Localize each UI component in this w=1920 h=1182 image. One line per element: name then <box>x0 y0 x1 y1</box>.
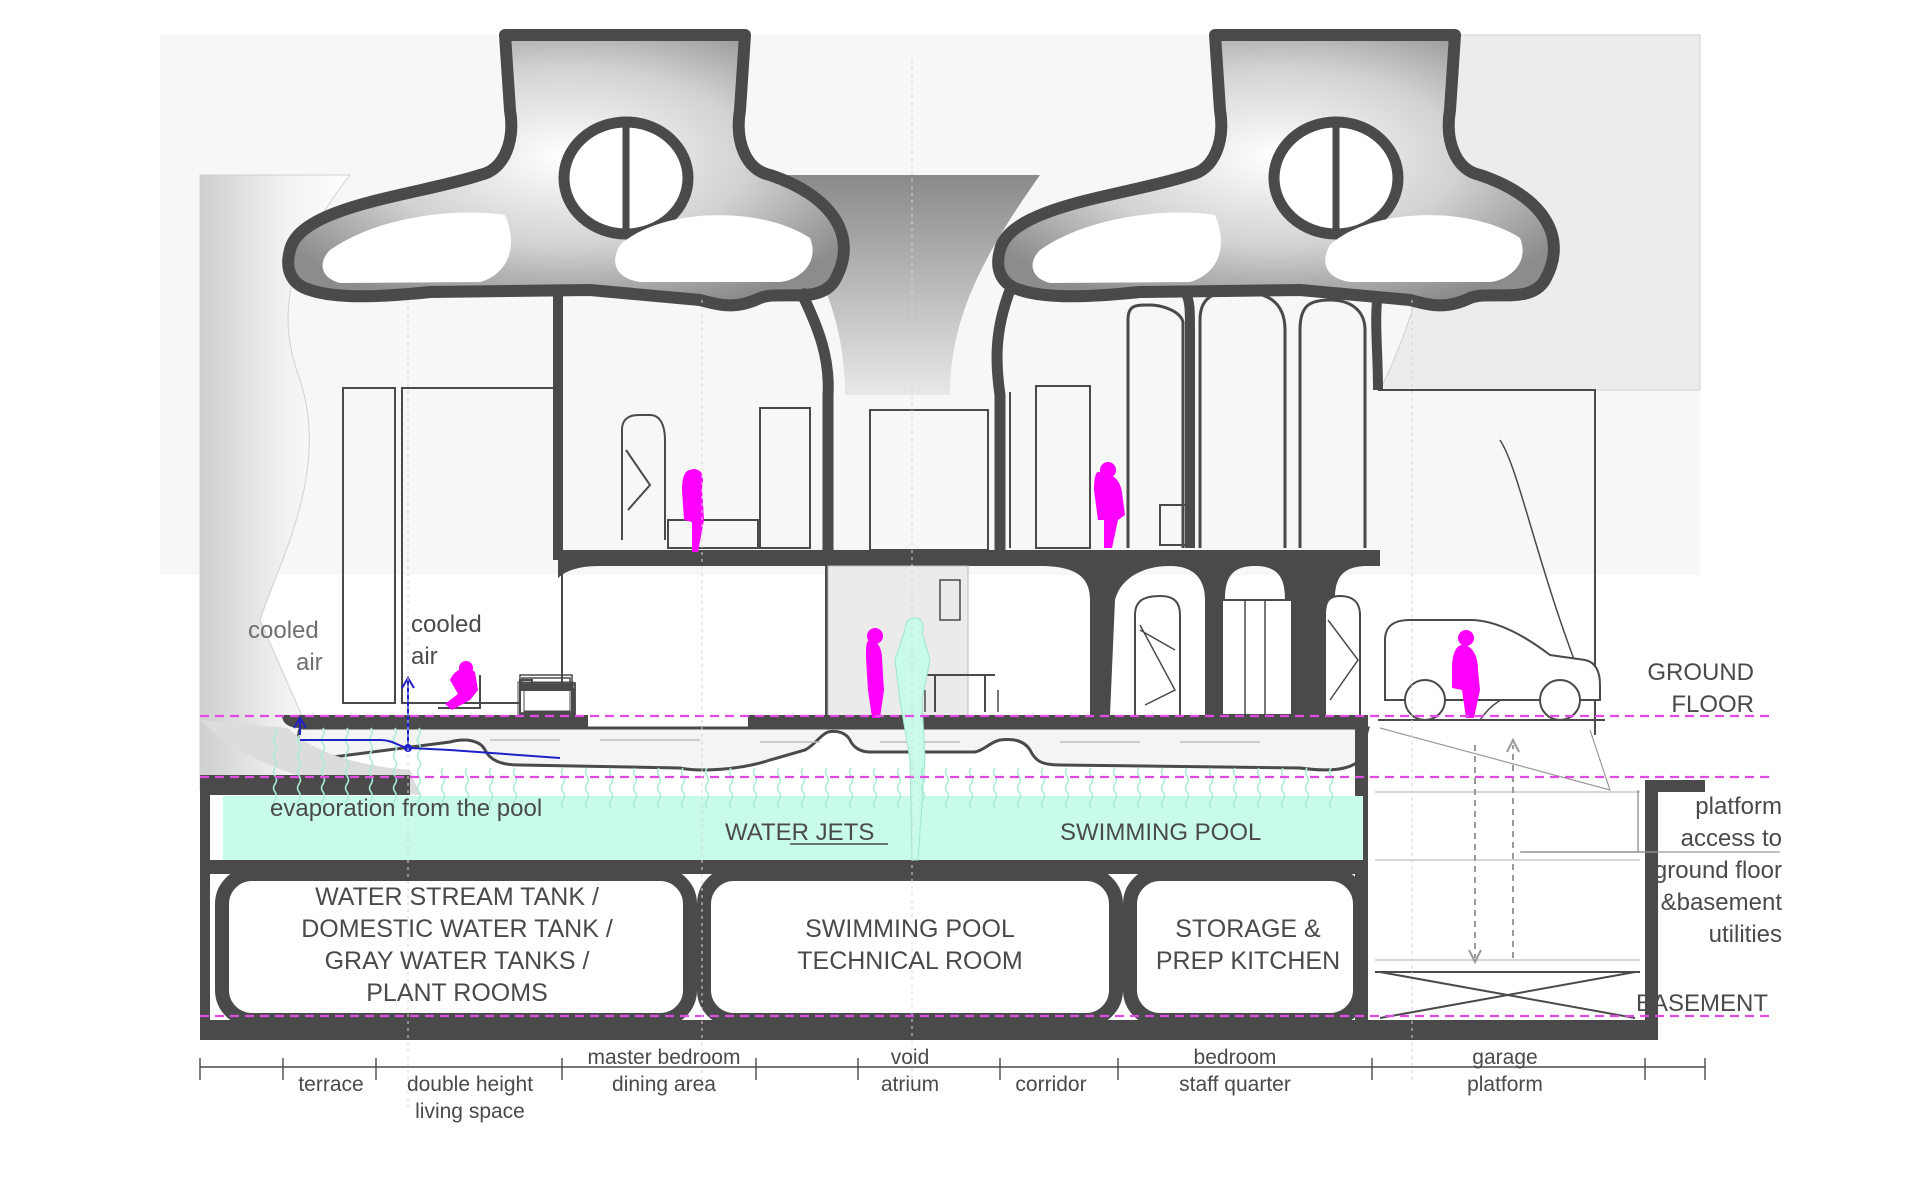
evaporation-wave <box>464 767 470 809</box>
evaporation-wave <box>1184 767 1190 809</box>
zone-terrace: terrace <box>298 1073 363 1096</box>
basement <box>200 728 1705 1040</box>
evaporation-wave <box>1208 767 1214 809</box>
label-cooled-air-right-1: cooled <box>411 611 482 638</box>
room-pool-tech-2: TECHNICAL ROOM <box>797 947 1022 975</box>
evaporation-wave <box>968 767 974 809</box>
zone-master-1: master bedroom <box>588 1046 741 1069</box>
evaporation-wave <box>704 767 710 809</box>
room-pool-tech-1: SWIMMING POOL <box>805 915 1015 943</box>
label-ground-floor-2: FLOOR <box>1671 691 1754 718</box>
zone-bedroom-1: bedroom <box>1194 1046 1277 1069</box>
evaporation-wave <box>512 767 518 809</box>
evaporation-wave <box>296 727 302 809</box>
evaporation-waves <box>272 727 1334 809</box>
evaporation-wave <box>1040 767 1046 809</box>
evaporation-wave <box>1160 767 1166 809</box>
evaporation-wave <box>1088 767 1094 809</box>
evaporation-wave <box>368 727 374 809</box>
label-cooled-air-left-1: cooled <box>248 617 319 644</box>
evaporation-wave <box>1064 767 1070 809</box>
evaporation-wave <box>848 767 854 809</box>
room-tanks-2: DOMESTIC WATER TANK / <box>301 915 613 943</box>
label-swimming-pool: SWIMMING POOL <box>1060 819 1261 846</box>
pool-tech-room <box>697 867 1123 1027</box>
evaporation-wave <box>944 767 950 809</box>
tanks-room <box>215 867 697 1027</box>
evaporation-wave <box>584 767 590 809</box>
zone-living-2: living space <box>415 1100 525 1123</box>
zone-bedroom-2: staff quarter <box>1179 1073 1291 1096</box>
evaporation-wave <box>776 767 782 809</box>
zone-void-1: void <box>891 1046 930 1069</box>
evaporation-wave <box>752 767 758 809</box>
room-storage-1: STORAGE & <box>1175 915 1321 943</box>
evaporation-wave <box>1016 767 1022 809</box>
evaporation-wave <box>416 727 422 809</box>
label-cooled-air-right-2: air <box>411 643 438 670</box>
evaporation-wave <box>1280 767 1286 809</box>
level-lines <box>200 714 1770 1018</box>
upper-floor <box>342 290 1596 735</box>
evaporation-wave <box>272 727 278 809</box>
evaporation-wave <box>992 767 998 809</box>
label-platform-3: ground floor <box>1654 857 1782 884</box>
evaporation-wave <box>608 767 614 809</box>
label-evaporation: evaporation from the pool <box>270 795 542 822</box>
zone-garage-1: garage <box>1472 1046 1537 1069</box>
car-icon <box>1384 619 1601 701</box>
axis-guides <box>407 60 1413 1110</box>
evaporation-wave <box>344 727 350 809</box>
zone-living-1: double height <box>407 1073 533 1096</box>
roof-structure <box>160 29 1701 791</box>
room-tanks-3: GRAY WATER TANKS / <box>325 947 590 975</box>
label-water-jets: WATER JETS <box>725 819 874 846</box>
swimming-pool <box>223 796 1363 860</box>
evaporation-wave <box>728 767 734 809</box>
evaporation-wave <box>632 767 638 809</box>
label-basement: BASEMENT <box>1636 990 1768 1017</box>
evaporation-wave <box>392 727 398 809</box>
evaporation-wave <box>680 767 686 809</box>
evaporation-wave <box>824 767 830 809</box>
label-platform-4: &basement <box>1661 889 1783 916</box>
room-tanks-4: PLANT ROOMS <box>366 979 548 1007</box>
evaporation-wave <box>1232 767 1238 809</box>
evaporation-wave <box>1112 767 1118 809</box>
evaporation-wave <box>1136 767 1142 809</box>
evaporation-wave <box>896 767 902 809</box>
evaporation-wave <box>560 767 566 809</box>
evaporation-wave <box>1304 767 1310 809</box>
label-platform-2: access to <box>1681 825 1782 852</box>
evaporation-wave <box>320 727 326 809</box>
evaporation-wave <box>1328 767 1334 809</box>
label-cooled-air-left-2: air <box>296 649 323 676</box>
zone-axis <box>199 1058 1706 1080</box>
garage <box>1378 619 1611 965</box>
evaporation-wave <box>1256 767 1262 809</box>
people-figures <box>445 462 1480 718</box>
label-ground-floor-1: GROUND <box>1647 659 1754 686</box>
evaporation-wave <box>488 767 494 809</box>
evaporation-wave <box>440 767 446 809</box>
label-platform-5: utilities <box>1709 921 1782 948</box>
evaporation-wave <box>920 767 926 809</box>
zone-corridor: corridor <box>1015 1073 1086 1096</box>
zone-garage-2: platform <box>1467 1073 1543 1096</box>
evaporation-wave <box>800 767 806 809</box>
label-platform-1: platform <box>1695 793 1782 820</box>
room-tanks-1: WATER STREAM TANK / <box>315 883 599 911</box>
evaporation-wave <box>656 767 662 809</box>
zone-void-2: atrium <box>881 1073 939 1096</box>
zone-master-2: dining area <box>612 1073 716 1096</box>
room-storage-2: PREP KITCHEN <box>1156 947 1340 975</box>
evaporation-wave <box>872 767 878 809</box>
storage-room <box>1123 867 1367 1027</box>
